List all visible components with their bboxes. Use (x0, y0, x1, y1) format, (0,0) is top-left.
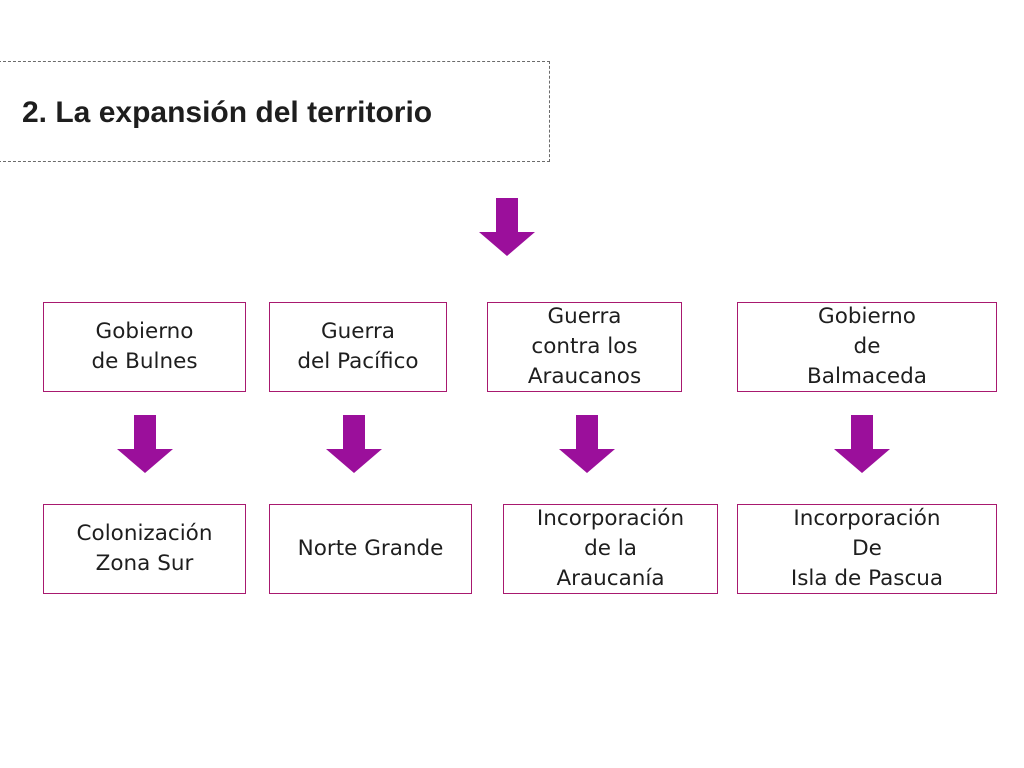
node-guerra-araucanos: Guerra contra los Araucanos (487, 302, 682, 392)
node-guerra-pacifico: Guerra del Pacífico (269, 302, 447, 392)
node-label: Norte Grande (297, 536, 444, 561)
node-colonizacion-zona-sur: Colonización Zona Sur (43, 504, 246, 594)
down-arrow-icon (557, 415, 617, 473)
down-arrow-icon (477, 198, 537, 256)
node-label: Guerra contra los Araucanos (527, 304, 642, 389)
node-label: Gobierno de Bulnes (91, 319, 198, 374)
node-gobierno-balmaceda: Gobierno de Balmaceda (737, 302, 997, 392)
page-title: 2. La expansión del territorio (22, 96, 433, 129)
node-label: Gobierno de Balmaceda (807, 304, 927, 389)
node-label: Incorporación De Isla de Pascua (790, 506, 944, 591)
node-label: Incorporación de la Araucanía (536, 506, 685, 591)
node-label: Colonización Zona Sur (76, 521, 213, 576)
down-arrow-icon (832, 415, 892, 473)
title-box (0, 61, 550, 162)
node-incorporacion-isla-pascua: Incorporación De Isla de Pascua (737, 504, 997, 594)
node-gobierno-bulnes: Gobierno de Bulnes (43, 302, 246, 392)
node-label: Guerra del Pacífico (297, 319, 419, 374)
node-norte-grande: Norte Grande (269, 504, 472, 594)
down-arrow-icon (115, 415, 175, 473)
node-incorporacion-araucania: Incorporación de la Araucanía (503, 504, 718, 594)
down-arrow-icon (324, 415, 384, 473)
